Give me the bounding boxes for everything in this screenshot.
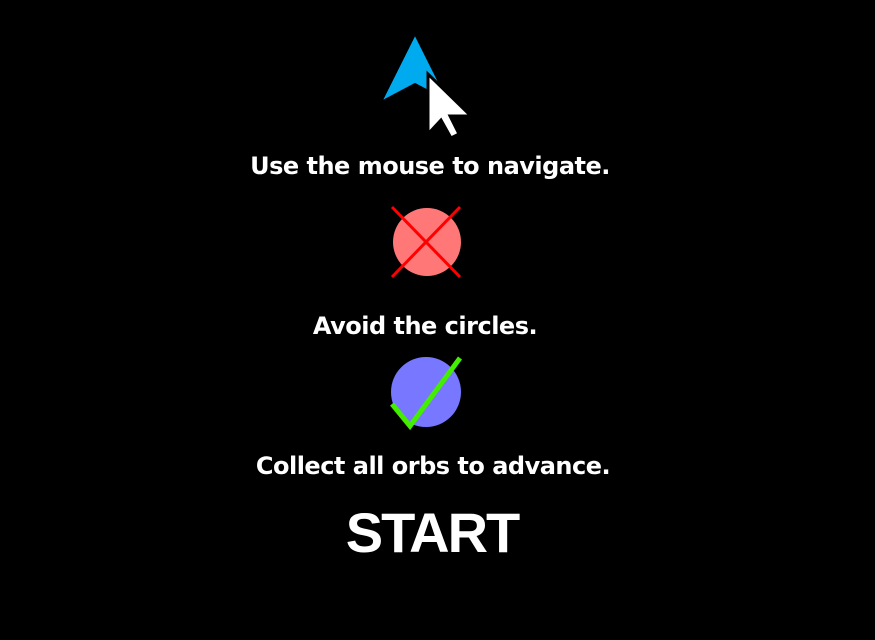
instruction-collect: Collect all orbs to advance. [253, 450, 613, 483]
mouse-cursor-icon [426, 70, 475, 140]
instruction-avoid-text: Avoid the circles. [313, 312, 537, 340]
checkmark-icon [390, 356, 463, 431]
instruction-navigate-text: Use the mouse to navigate. [250, 152, 610, 180]
enemy-circle-icon [390, 205, 462, 279]
instruction-avoid: Avoid the circles. [310, 310, 540, 343]
start-button[interactable]: START [337, 500, 527, 566]
instruction-navigate: Use the mouse to navigate. [248, 150, 613, 183]
orb-icon [390, 356, 463, 431]
instruction-collect-text: Collect all orbs to advance. [256, 452, 610, 480]
blue-orb-icon [391, 357, 461, 427]
cross-icon-stroke [390, 205, 462, 279]
player-arrow-icon [378, 31, 475, 140]
start-button-label: START [346, 501, 520, 564]
